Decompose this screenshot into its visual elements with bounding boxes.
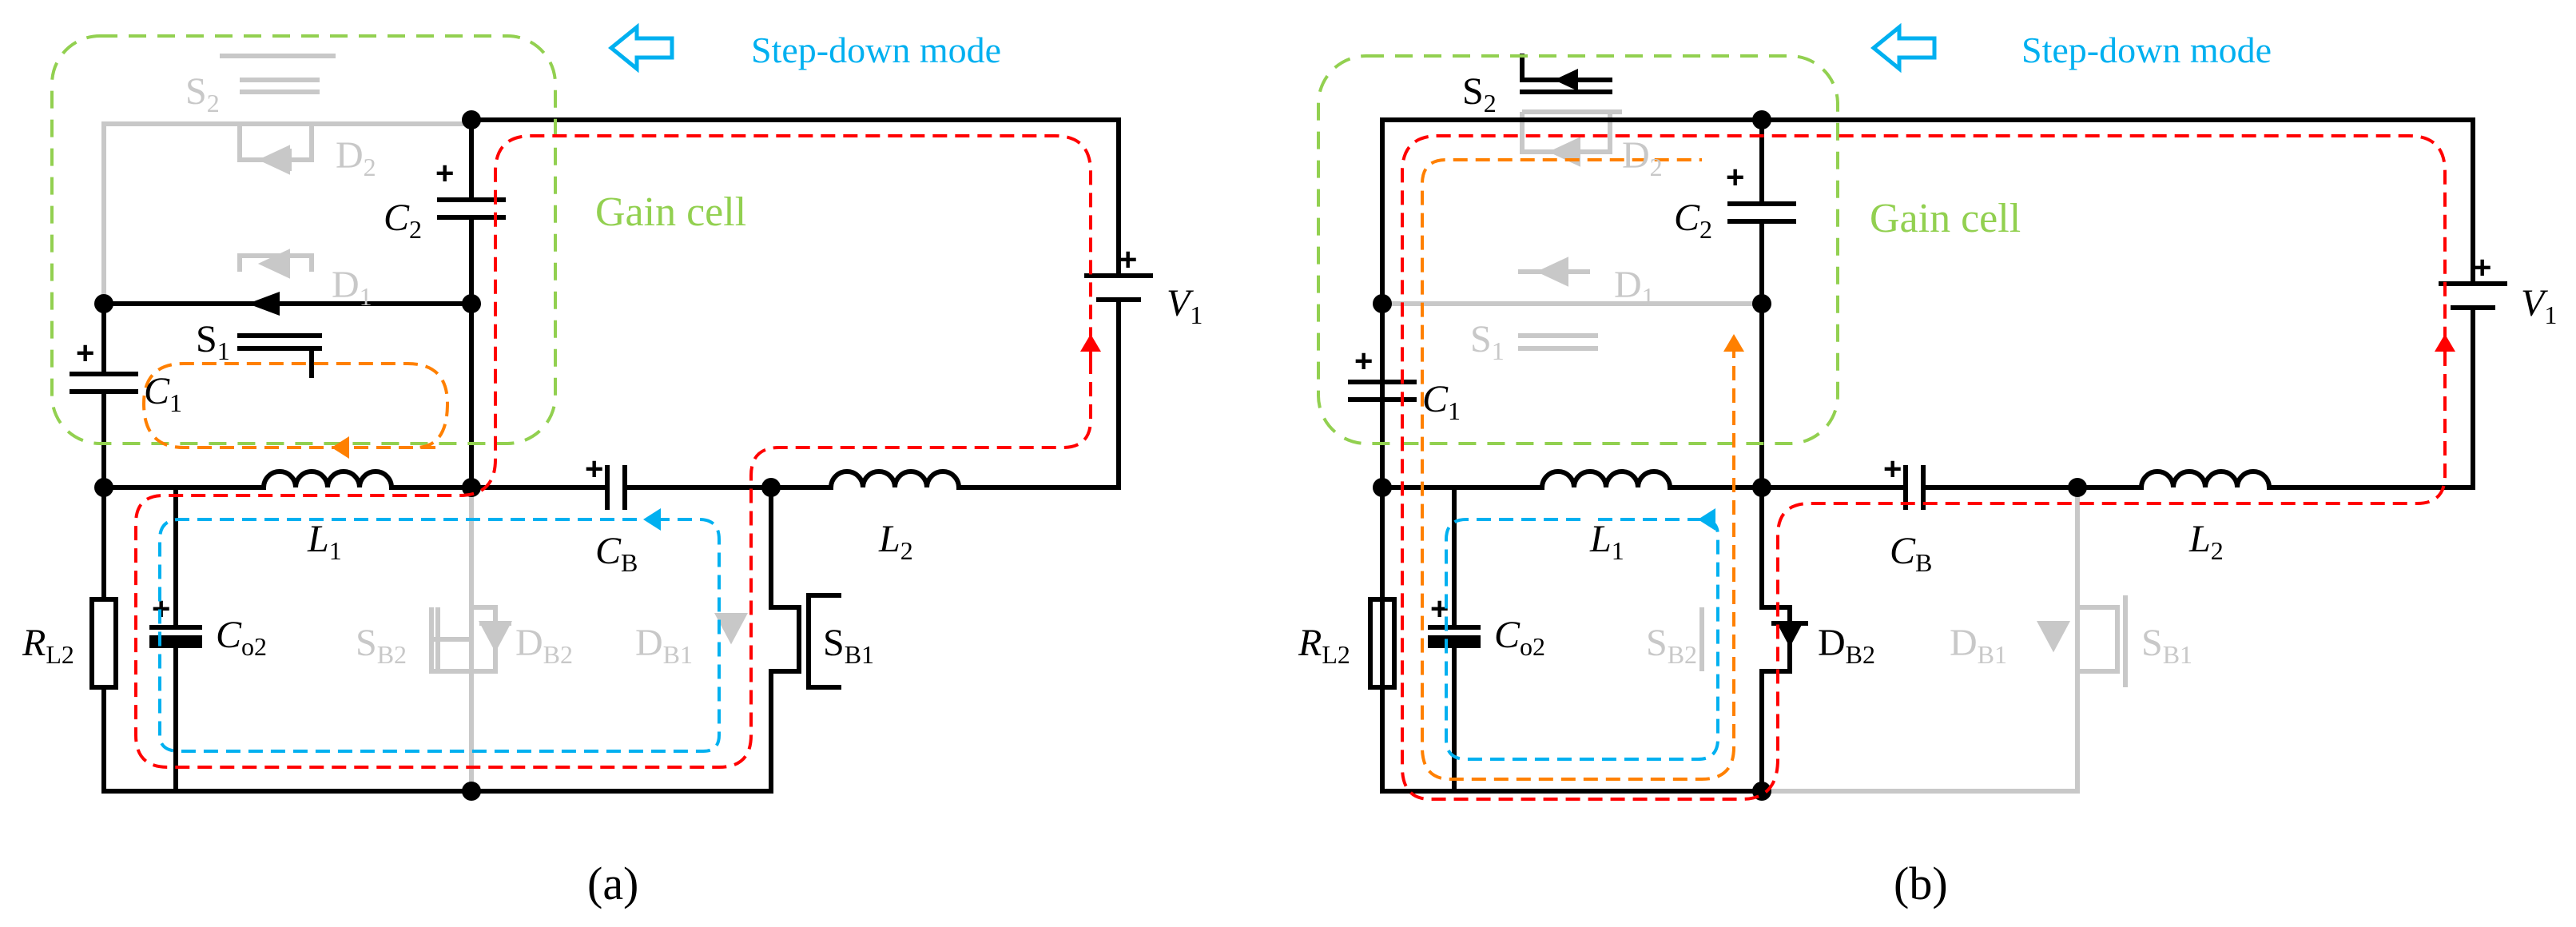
label-s1-b: S1 xyxy=(1470,318,1505,365)
label-c1-b: C1 xyxy=(1422,378,1461,425)
junction-dots xyxy=(94,110,781,801)
label-d1-b: D1 xyxy=(1614,264,1655,311)
label-c2-b: C2 xyxy=(1674,197,1712,244)
label-cb: CB xyxy=(595,530,638,577)
label-v1: V1 xyxy=(1167,282,1203,329)
component-labels-a: S2 D2 C2 D1 S1 C1 L1 CB L2 V1 RL2 Co2 SB… xyxy=(22,70,1203,669)
label-rl2: RL2 xyxy=(22,622,74,669)
panel-b: + + + + + Step-down mode Gain cell S2 D2… xyxy=(1298,27,2557,909)
inactive-components xyxy=(101,54,748,791)
label-co2-b: Co2 xyxy=(1494,614,1545,661)
polarity-plus-c1: + xyxy=(76,336,94,371)
polarity-plus-v1-b: + xyxy=(2473,250,2491,285)
label-db2-b: DB2 xyxy=(1818,622,1875,669)
polarity-plus-c2-b: + xyxy=(1726,160,1744,195)
active-circuit xyxy=(70,117,1153,794)
polarity-plus-c1-b: + xyxy=(1354,344,1373,379)
mode-label-a: Step-down mode xyxy=(751,30,1001,70)
caption-b: (b) xyxy=(1894,857,1948,909)
label-d2: D2 xyxy=(336,134,376,181)
label-sb2-b: SB2 xyxy=(1646,622,1697,669)
label-s2: S2 xyxy=(185,70,220,117)
mode-label-b: Step-down mode xyxy=(2021,30,2272,70)
gain-cell-label-a: Gain cell xyxy=(595,189,746,235)
polarity-plus-cb: + xyxy=(585,452,603,487)
label-l1: L1 xyxy=(307,518,342,565)
label-co2: Co2 xyxy=(216,614,267,661)
label-s1: S1 xyxy=(196,318,230,365)
current-path-orange xyxy=(141,362,450,449)
label-l1-b: L1 xyxy=(1589,518,1624,565)
inactive-components-b xyxy=(1382,109,2128,794)
label-sb1-b: SB1 xyxy=(2141,622,2192,669)
polarity-plus-co2-b: + xyxy=(1430,591,1449,627)
label-l2-b: L2 xyxy=(2188,518,2224,565)
gain-cell-box-b xyxy=(1317,54,1839,445)
label-d1: D1 xyxy=(332,264,372,311)
caption-a: (a) xyxy=(587,857,638,909)
polarity-plus-cb-b: + xyxy=(1883,452,1902,487)
current-path-blue xyxy=(158,518,721,753)
label-sb1: SB1 xyxy=(823,622,874,669)
label-c1: C1 xyxy=(144,370,182,417)
label-db1: DB1 xyxy=(635,622,693,669)
panel-a: + + + + + Step-down mode Gain cell S2 D2… xyxy=(22,27,1203,909)
label-c2: C2 xyxy=(384,197,422,244)
label-cb-b: CB xyxy=(1890,530,1932,577)
label-d2-b: D2 xyxy=(1622,134,1663,181)
gain-cell-box xyxy=(50,34,557,445)
label-sb2: SB2 xyxy=(356,622,407,669)
label-v1-b: V1 xyxy=(2521,282,2557,329)
current-path-red-b xyxy=(1401,134,2447,801)
label-l2: L2 xyxy=(878,518,913,565)
current-path-orange-b xyxy=(1421,158,1735,781)
polarity-plus-c2: + xyxy=(435,156,454,191)
component-labels-b: S2 D2 C2 D1 S1 C1 L1 CB L2 V1 RL2 Co2 SB… xyxy=(1298,70,2557,669)
active-circuit-b xyxy=(1348,54,2507,794)
label-db1-b: DB1 xyxy=(1950,622,2007,669)
label-s2-b: S2 xyxy=(1462,70,1497,117)
label-rl2-b: RL2 xyxy=(1298,622,1350,669)
current-path-blue-b xyxy=(1445,518,1719,761)
label-db2: DB2 xyxy=(515,622,573,669)
gain-cell-label-b: Gain cell xyxy=(1870,196,2021,241)
current-path-red xyxy=(134,134,1092,769)
polarity-plus-v1: + xyxy=(1119,242,1137,277)
